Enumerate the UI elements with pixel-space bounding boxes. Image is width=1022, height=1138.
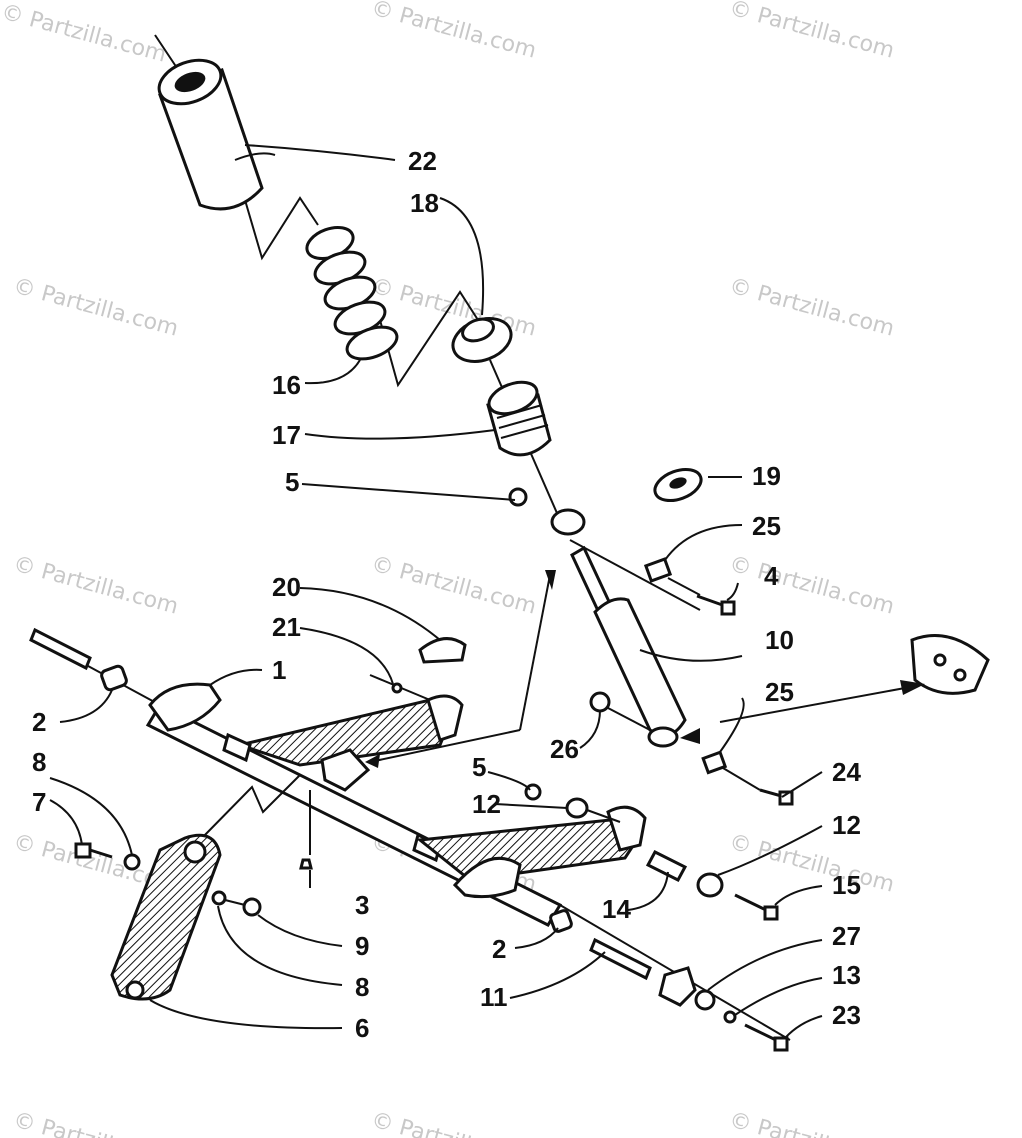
center-mount xyxy=(320,748,371,792)
arrow-head xyxy=(545,570,556,590)
callout-12: 12 xyxy=(472,789,501,819)
callout-4: 4 xyxy=(764,561,779,591)
arrow-head xyxy=(900,680,925,695)
shock-boot xyxy=(157,58,276,211)
callout-7: 7 xyxy=(32,787,46,817)
washer xyxy=(123,853,141,871)
callout-11: 11 xyxy=(480,982,508,1012)
callout-10: 10 xyxy=(765,625,794,655)
bushing-cap-hole xyxy=(669,477,687,489)
cap xyxy=(418,637,467,664)
arrow-head xyxy=(680,728,700,744)
washer xyxy=(211,890,227,906)
callout-14: 14 xyxy=(602,894,631,924)
callout-22: 22 xyxy=(408,146,437,176)
callout-19: 19 xyxy=(752,461,781,491)
leader-lines xyxy=(49,144,823,1039)
nut xyxy=(508,487,528,507)
shock-absorber xyxy=(550,508,701,748)
callout-5: 5 xyxy=(285,467,299,497)
watermark: © Partzilla.com xyxy=(726,552,896,620)
frame-mount xyxy=(910,634,990,695)
callout-16: 16 xyxy=(272,370,301,400)
watermark: © Partzilla.com xyxy=(368,1108,538,1138)
bushing xyxy=(100,664,128,692)
callout-23: 23 xyxy=(832,1000,861,1030)
nut xyxy=(589,691,611,713)
bolt xyxy=(696,594,736,616)
callout-20: 20 xyxy=(272,572,301,602)
arm-end-bracket xyxy=(452,856,522,899)
shock-assembly xyxy=(154,34,736,748)
callout-12: 12 xyxy=(832,810,861,840)
watermark: © Partzilla.com xyxy=(726,274,896,342)
bushing xyxy=(696,872,724,898)
pin xyxy=(589,937,652,981)
spring-adjuster-nut xyxy=(451,317,513,363)
watermark: © Partzilla.com xyxy=(368,0,538,64)
arrow-head xyxy=(365,754,380,768)
watermark: © Partzilla.com xyxy=(726,1108,896,1138)
watermark: © Partzilla.com xyxy=(726,0,896,64)
callout-2: 2 xyxy=(32,707,46,737)
callout-13: 13 xyxy=(832,960,861,990)
spring-seat xyxy=(486,380,552,457)
spacer xyxy=(643,557,673,583)
watermark: © Partzilla.com xyxy=(10,274,180,342)
callout-25: 25 xyxy=(765,677,794,707)
callout-2: 2 xyxy=(492,934,506,964)
callout-27: 27 xyxy=(832,921,861,951)
grease-fitting xyxy=(299,858,313,870)
callout-15: 15 xyxy=(832,870,861,900)
watermark: © Partzilla.com xyxy=(10,1108,180,1138)
sleeve xyxy=(645,850,688,882)
coil-spring xyxy=(305,225,399,361)
cap xyxy=(658,966,697,1007)
rear-arm-assembly xyxy=(29,570,990,1052)
lever-arm xyxy=(110,833,222,1001)
bushing xyxy=(565,797,589,819)
callout-1: 1 xyxy=(272,655,286,685)
callout-21: 21 xyxy=(272,612,301,642)
callouts: 22 18 16 17 5 19 25 4 20 21 1 10 2 25 8 … xyxy=(32,146,861,1043)
pin xyxy=(29,627,92,671)
callout-6: 6 xyxy=(355,1013,369,1043)
bolt xyxy=(74,842,113,859)
assembly-arrow xyxy=(369,729,521,763)
callout-24: 24 xyxy=(832,757,861,787)
nut xyxy=(242,897,262,917)
callout-26: 26 xyxy=(550,734,579,764)
callout-18: 18 xyxy=(410,188,439,218)
callout-25: 25 xyxy=(752,511,781,541)
callout-5: 5 xyxy=(472,752,486,782)
callout-9: 9 xyxy=(355,931,369,961)
callout-8: 8 xyxy=(32,747,46,777)
watermark: © Partzilla.com xyxy=(0,0,169,68)
bushing xyxy=(549,909,573,933)
spacer xyxy=(701,750,728,775)
arm-mount-bracket xyxy=(148,682,222,732)
callout-3: 3 xyxy=(355,890,369,920)
callout-8: 8 xyxy=(355,972,369,1002)
watermark: © Partzilla.com xyxy=(10,552,180,620)
callout-17: 17 xyxy=(272,420,301,450)
